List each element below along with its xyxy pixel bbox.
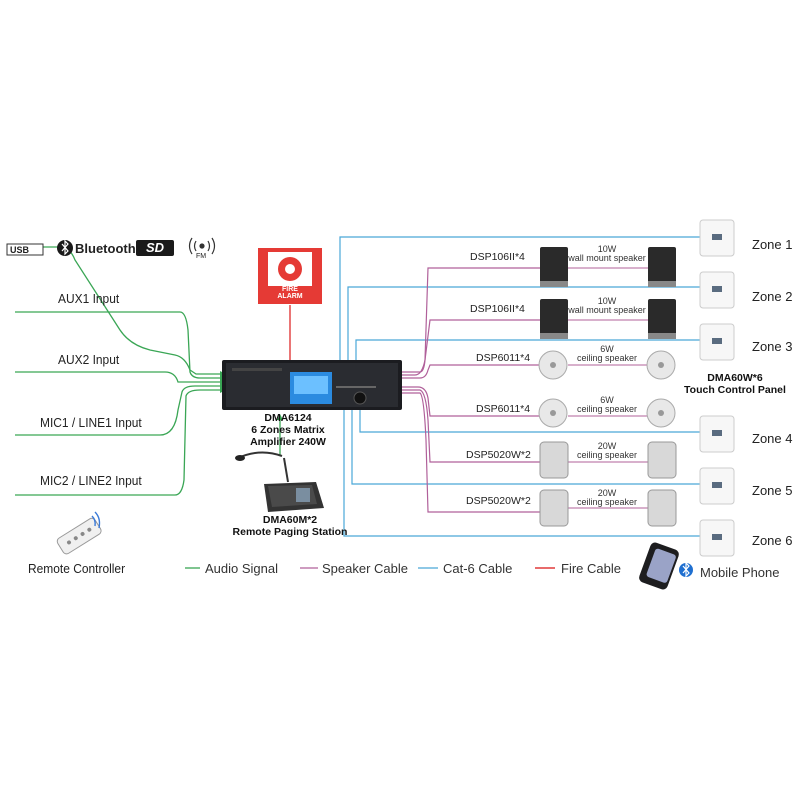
speaker-watts-4: 6W <box>600 395 614 405</box>
remote-controller-icon <box>56 517 102 555</box>
speaker-watts-6: 20W <box>597 488 617 498</box>
speaker-type-1: wall mount speaker <box>568 253 646 263</box>
paging-desc: Remote Paging Station <box>232 526 348 538</box>
fm-icon <box>188 237 216 255</box>
zone-1-label: Zone 1 <box>752 237 793 252</box>
speaker-model-4: DSP6011*4 <box>476 403 531 415</box>
remote-signal-icon <box>91 511 101 529</box>
zone-6-label: Zone 6 <box>752 533 793 548</box>
speaker-model-5: DSP5020W*2 <box>466 449 531 461</box>
amplifier-unit <box>222 360 402 410</box>
sd-icon <box>136 240 174 256</box>
paging-label: DMA60M*2 Remote Paging Station <box>220 514 360 538</box>
mic2-line2-input-label: MIC2 / LINE2 Input <box>40 473 142 488</box>
speaker-watts-5: 20W <box>597 441 617 451</box>
ceiling-speakers-20w <box>539 441 677 527</box>
usb-icon <box>6 243 44 256</box>
speaker-model-1: DSP106II*4 <box>470 251 525 263</box>
bluetooth-icon <box>57 239 73 256</box>
amplifier-label: DMA6124 6 Zones Matrix Amplifier 240W <box>228 412 348 448</box>
speaker-watts-1: 10W <box>597 244 617 254</box>
amplifier-desc2: Amplifier 240W <box>250 436 326 448</box>
zone-5-label: Zone 5 <box>752 483 793 498</box>
speaker-watts-3: 6W <box>600 344 614 354</box>
legend-fire-label: Fire Cable <box>561 561 621 576</box>
ceiling-speakers-6w-centers <box>550 362 664 416</box>
fire-alarm-sign <box>258 248 322 304</box>
zone-4-label: Zone 4 <box>752 431 793 446</box>
zone-2-label: Zone 2 <box>752 289 793 304</box>
mic1-line1-input-label: MIC1 / LINE1 Input <box>40 415 142 430</box>
bluetooth-label: Bluetooth <box>75 241 136 256</box>
speaker-model-6: DSP5020W*2 <box>466 495 531 507</box>
audio-signal-lines <box>15 246 220 569</box>
speaker-watts-2: 10W <box>597 296 617 306</box>
mobile-phone-icon <box>639 542 679 590</box>
touch-panel-model: DMA60W*6 <box>707 372 763 384</box>
amplifier-desc1: 6 Zones Matrix <box>251 424 325 436</box>
mobile-phone-label: Mobile Phone <box>700 565 780 580</box>
speaker-model-2: DSP106II*4 <box>470 303 525 315</box>
paging-station <box>235 451 324 512</box>
paging-model: DMA60M*2 <box>262 514 318 526</box>
legend-audio-label: Audio Signal <box>205 561 278 576</box>
zone-3-label: Zone 3 <box>752 339 793 354</box>
speaker-type-2: wall mount speaker <box>568 305 646 315</box>
speaker-cable-lines <box>300 267 540 569</box>
speaker-type-5: ceiling speaker <box>576 450 638 460</box>
amplifier-model: DMA6124 <box>264 412 312 424</box>
wall-speakers <box>540 247 676 339</box>
touch-panel-desc: Touch Control Panel <box>684 384 786 396</box>
speaker-model-3: DSP6011*4 <box>476 352 531 364</box>
fire-alarm-text: FIRE ALARM <box>258 286 322 300</box>
aux1-input-label: AUX1 Input <box>58 291 120 306</box>
aux2-input-label: AUX2 Input <box>58 352 120 367</box>
legend-cat6-label: Cat-6 Cable <box>443 561 513 576</box>
usb-label: USB <box>10 245 30 255</box>
fm-label: FM <box>196 253 207 260</box>
bluetooth-badge-icon <box>679 561 693 578</box>
remote-controller-label: Remote Controller <box>28 561 126 576</box>
ceiling-speakers-6w <box>538 350 676 428</box>
legend-speaker-label: Speaker Cable <box>322 561 408 576</box>
speaker-type-3: ceiling speaker <box>576 353 638 363</box>
speaker-type-6: ceiling speaker <box>576 497 638 507</box>
sd-label: SD <box>146 240 165 255</box>
touch-panel-label: DMA60W*6 Touch Control Panel <box>680 372 790 396</box>
speaker-type-4: ceiling speaker <box>576 404 638 414</box>
fire-alarm-line2: ALARM <box>277 293 303 300</box>
fire-alarm-line1: FIRE <box>282 286 298 293</box>
